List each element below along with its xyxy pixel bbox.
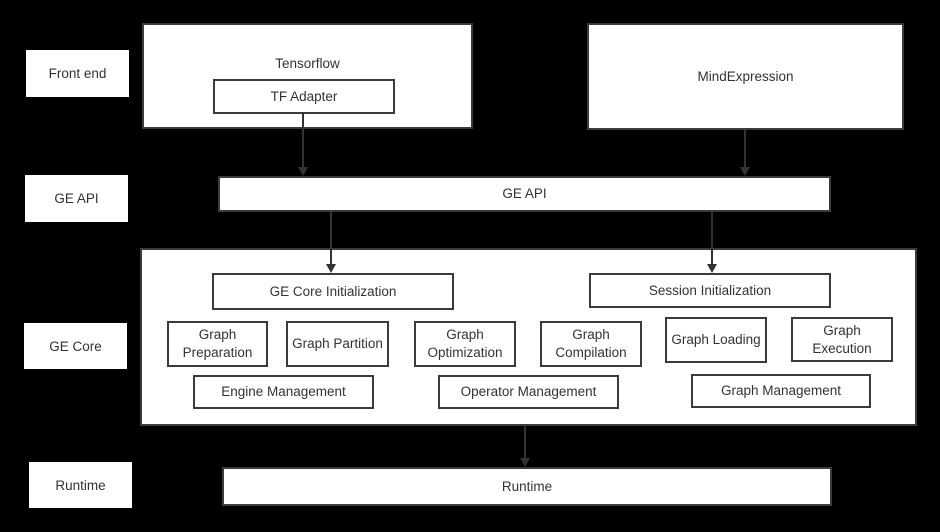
- row-label-ge-api: GE API: [25, 175, 128, 222]
- engine-management-box: Engine Management: [193, 375, 374, 409]
- session-initialization-box: Session Initialization: [589, 273, 831, 308]
- graph-optimization-box: Graph Optimization: [414, 321, 516, 367]
- arrow-tf-adapter-to-ge-api: [298, 112, 308, 176]
- graph-compilation-box: Graph Compilation: [540, 321, 642, 367]
- graph-preparation-box: Graph Preparation: [167, 321, 268, 367]
- operator-management-box: Operator Management: [438, 375, 619, 409]
- row-label-runtime: Runtime: [29, 462, 132, 508]
- row-label-ge-core: GE Core: [24, 323, 127, 369]
- arrow-mindexpression-to-ge-api: [740, 130, 750, 176]
- tensorflow-label: Tensorflow: [275, 56, 340, 71]
- arrow-ge-api-to-session-initialization: [707, 212, 717, 273]
- arrow-ge-api-to-ge-core-initialization: [326, 212, 336, 273]
- ge-core-initialization-box: GE Core Initialization: [212, 273, 454, 310]
- tf-adapter-box: TF Adapter: [213, 79, 395, 114]
- runtime-bar: Runtime: [222, 467, 832, 506]
- row-label-front-end: Front end: [26, 50, 129, 97]
- arrow-ge-core-to-runtime: [520, 426, 530, 467]
- graph-partition-box: Graph Partition: [286, 321, 389, 367]
- ge-api-bar: GE API: [218, 176, 831, 212]
- graph-loading-box: Graph Loading: [665, 317, 767, 363]
- mindexpression-box: MindExpression: [587, 23, 904, 130]
- graph-execution-box: Graph Execution: [791, 317, 893, 362]
- graph-management-box: Graph Management: [691, 374, 871, 408]
